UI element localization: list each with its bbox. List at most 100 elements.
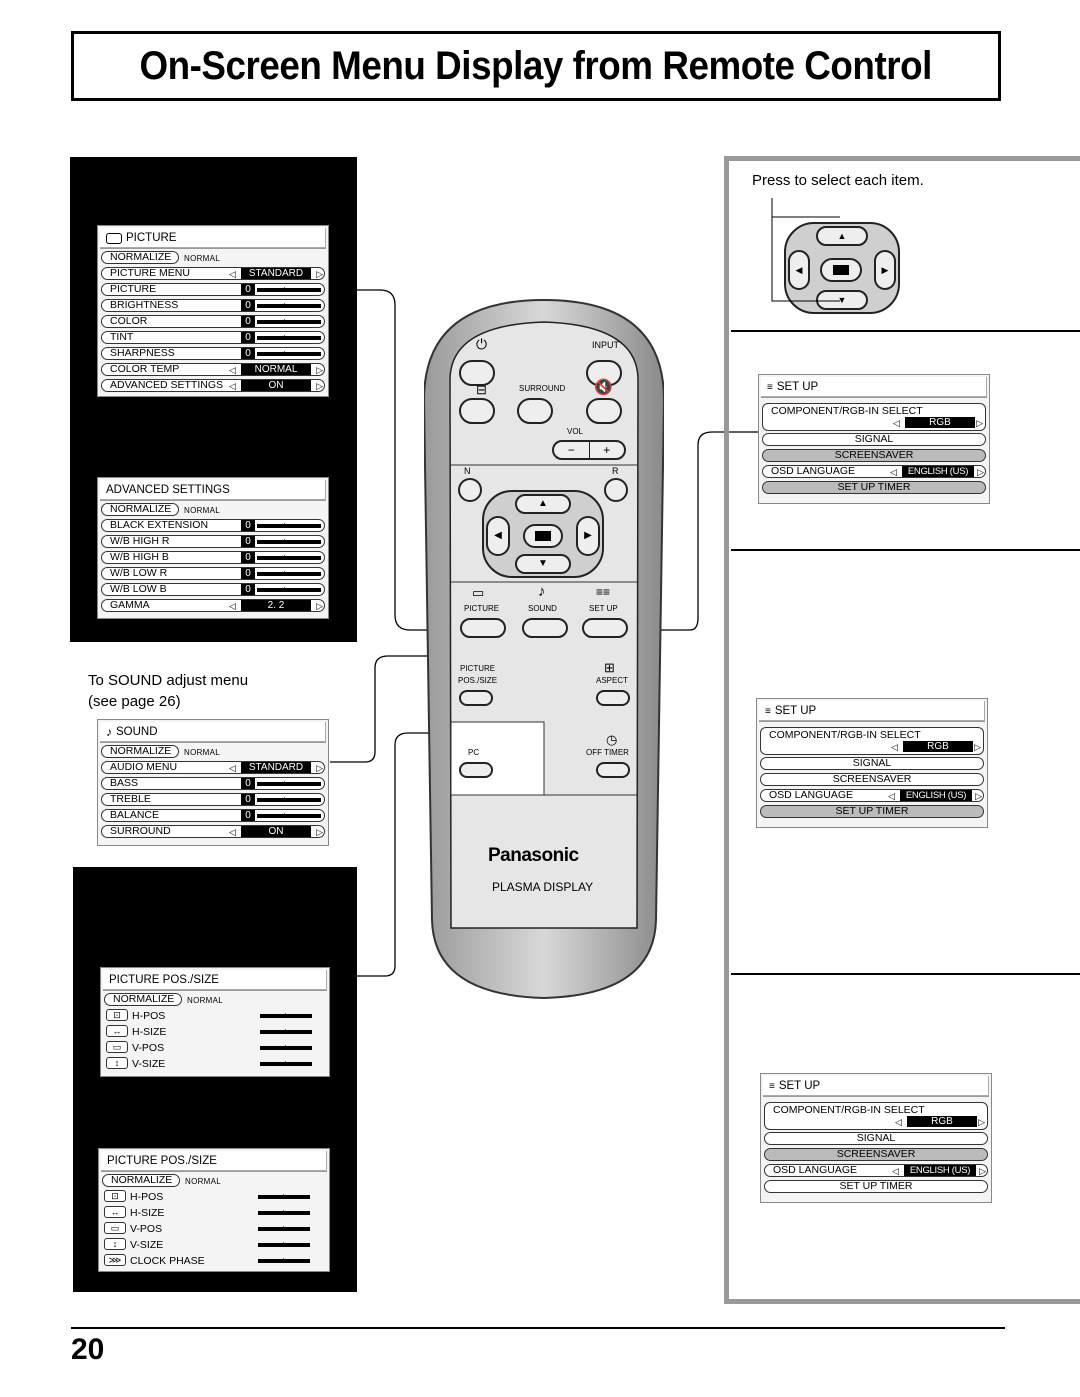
mini-dpad-up-button[interactable]: ▲ (816, 226, 868, 246)
osd-language-row[interactable]: OSD LANGUAGE◁ENGLISH (US)▷ (762, 465, 986, 479)
pos-row[interactable]: ⋙CLOCK PHASE▲ (102, 1254, 326, 1268)
level-bar[interactable] (258, 1195, 310, 1199)
dpad-left-button[interactable]: ◀ (486, 516, 510, 556)
signal-row[interactable]: SIGNAL (764, 1132, 988, 1146)
setting-row[interactable]: GAMMA◁2. 2▷ (101, 599, 325, 613)
right-arrow-icon[interactable]: ▷ (316, 381, 323, 391)
signal-row[interactable]: SIGNAL (760, 757, 984, 771)
pos-row[interactable]: ↔H-SIZE▲ (104, 1025, 326, 1039)
normalize-button[interactable]: NORMALIZE (101, 503, 179, 516)
right-arrow-icon[interactable]: ▷ (316, 763, 323, 773)
normalize-row[interactable]: NORMALIZE NORMAL (101, 503, 325, 517)
right-arrow-icon[interactable]: ▷ (316, 269, 323, 279)
setup-timer-row[interactable]: SET UP TIMER (764, 1180, 988, 1194)
level-bar[interactable] (257, 782, 321, 786)
left-arrow-icon[interactable]: ◁ (229, 269, 236, 279)
pos-row[interactable]: ↔H-SIZE▲ (102, 1206, 326, 1220)
pos-row[interactable]: ↕V-SIZE▲ (102, 1238, 326, 1252)
screensaver-row[interactable]: SCREENSAVER (760, 773, 984, 787)
pc-button[interactable] (459, 762, 493, 778)
level-bar[interactable] (258, 1243, 310, 1247)
level-bar[interactable] (257, 814, 321, 818)
level-bar[interactable] (257, 288, 321, 292)
right-arrow-icon[interactable]: ▷ (316, 601, 323, 611)
right-arrow-icon[interactable]: ▷ (975, 791, 982, 801)
normalize-button[interactable]: NORMALIZE (101, 251, 179, 264)
sound-button[interactable] (522, 618, 568, 638)
screensaver-button[interactable]: SCREENSAVER (760, 773, 984, 786)
level-bar[interactable] (260, 1062, 312, 1066)
right-arrow-icon[interactable]: ▷ (316, 365, 323, 375)
off-timer-button[interactable] (596, 762, 630, 778)
osd-language-row[interactable]: OSD LANGUAGE◁ENGLISH (US)▷ (764, 1164, 988, 1178)
setup-button[interactable] (582, 618, 628, 638)
setting-row[interactable]: ADVANCED SETTINGS◁ON▷ (101, 379, 325, 393)
level-bar[interactable] (257, 798, 321, 802)
level-bar[interactable] (257, 320, 321, 324)
setting-row[interactable]: PICTURE MENU◁STANDARD▷ (101, 267, 325, 281)
right-arrow-icon[interactable]: ▷ (976, 418, 983, 428)
pos-row[interactable]: ↕V-SIZE▲ (104, 1057, 326, 1071)
power-button[interactable] (459, 360, 495, 386)
left-arrow-icon[interactable]: ◁ (895, 1117, 902, 1127)
left-arrow-icon[interactable]: ◁ (888, 791, 895, 801)
level-bar[interactable] (260, 1014, 312, 1018)
setup-timer-row[interactable]: SET UP TIMER (762, 481, 986, 495)
left-arrow-icon[interactable]: ◁ (893, 418, 900, 428)
setup-timer-row[interactable]: SET UP TIMER (760, 805, 984, 819)
right-arrow-icon[interactable]: ▷ (978, 1117, 985, 1127)
screensaver-button[interactable]: SCREENSAVER (762, 449, 986, 462)
volume-rocker[interactable]: − + (552, 440, 626, 460)
normalize-row[interactable]: NORMALIZE NORMAL (102, 1174, 326, 1188)
setup-timer-button[interactable]: SET UP TIMER (762, 481, 986, 494)
dpad-up-button[interactable]: ▲ (515, 494, 571, 514)
level-bar[interactable] (257, 336, 321, 340)
left-arrow-icon[interactable]: ◁ (892, 1166, 899, 1176)
normalize-button[interactable]: NORMALIZE (101, 745, 179, 758)
surround-button[interactable] (517, 398, 553, 424)
signal-row[interactable]: SIGNAL (762, 433, 986, 447)
level-bar[interactable] (257, 556, 321, 560)
aspect-button[interactable] (596, 690, 630, 706)
normalize-row[interactable]: NORMALIZE NORMAL (104, 993, 326, 1007)
pos-row[interactable]: ▭V-POS▲ (104, 1041, 326, 1055)
dpad-right-button[interactable]: ▶ (576, 516, 600, 556)
level-bar[interactable] (257, 588, 321, 592)
level-bar[interactable] (257, 524, 321, 528)
left-arrow-icon[interactable]: ◁ (229, 365, 236, 375)
left-arrow-icon[interactable]: ◁ (229, 601, 236, 611)
level-bar[interactable] (260, 1046, 312, 1050)
volume-minus[interactable]: − (554, 442, 590, 458)
normalize-n-button[interactable] (458, 478, 482, 502)
right-arrow-icon[interactable]: ▷ (979, 1166, 986, 1176)
mini-dpad-down-button[interactable]: ▼ (816, 290, 868, 310)
level-bar[interactable] (258, 1211, 310, 1215)
setting-row[interactable]: COLOR TEMP◁NORMAL▷ (101, 363, 325, 377)
mini-dpad-left-button[interactable]: ◀ (788, 250, 810, 290)
left-arrow-icon[interactable]: ◁ (891, 742, 898, 752)
mini-dpad-right-button[interactable]: ▶ (874, 250, 896, 290)
level-bar[interactable] (257, 572, 321, 576)
level-bar[interactable] (260, 1030, 312, 1034)
right-arrow-icon[interactable]: ▷ (316, 827, 323, 837)
pos-row[interactable]: ⊡H-POS▲ (102, 1190, 326, 1204)
component-select-row[interactable]: COMPONENT/RGB-IN SELECT◁RGB▷ (762, 403, 986, 431)
input-button[interactable] (586, 360, 622, 386)
left-arrow-icon[interactable]: ◁ (890, 467, 897, 477)
osd-language-row[interactable]: OSD LANGUAGE◁ENGLISH (US)▷ (760, 789, 984, 803)
recall-r-button[interactable] (604, 478, 628, 502)
normalize-button[interactable]: NORMALIZE (102, 1174, 180, 1187)
level-bar[interactable] (258, 1227, 310, 1231)
component-select-row[interactable]: COMPONENT/RGB-IN SELECT◁RGB▷ (760, 727, 984, 755)
signal-button[interactable]: SIGNAL (762, 433, 986, 446)
normalize-button[interactable]: NORMALIZE (104, 993, 182, 1006)
